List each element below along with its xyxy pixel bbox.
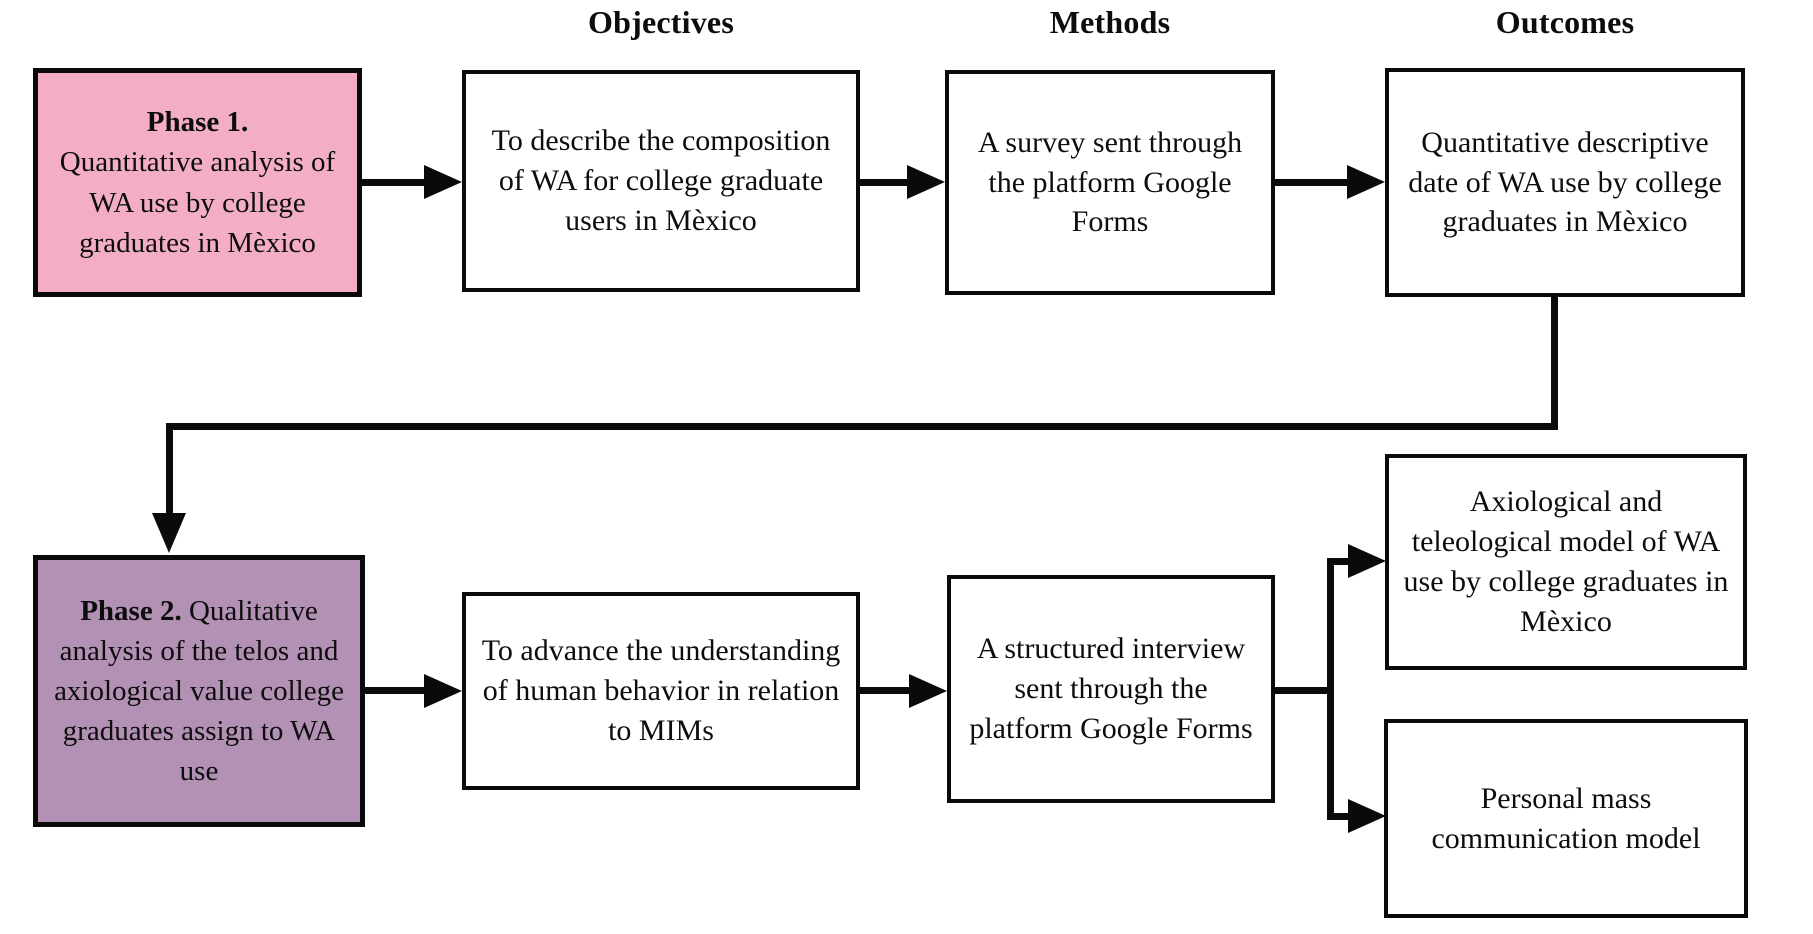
arrow-shaft xyxy=(365,687,426,694)
connector-vertical-segment xyxy=(1551,297,1558,430)
row1-method-box: A survey sent through the platform Googl… xyxy=(945,70,1275,295)
row2-method-box: A structured interview sent through the … xyxy=(947,575,1275,803)
phase2-box: Phase 2. Qualitative analysis of the tel… xyxy=(33,555,365,827)
column-header-objectives: Objectives xyxy=(588,4,734,40)
phase1-body: Quantitative analysis of WA use by colle… xyxy=(59,146,336,259)
row2-objective-text: To advance the understanding of human be… xyxy=(481,634,841,747)
fork-bottom-segment xyxy=(1327,813,1349,820)
row1-objective-box: To describe the composition of WA for co… xyxy=(462,70,860,292)
arrow-shaft xyxy=(860,179,908,186)
fork-top-segment xyxy=(1327,558,1349,565)
row2-outcome-bottom-text: Personal mass communication model xyxy=(1431,781,1701,855)
arrow-right-icon xyxy=(424,165,462,199)
phase2-title: Phase 2. xyxy=(80,594,182,627)
column-header-methods: Methods xyxy=(1049,4,1171,40)
arrow-right-icon xyxy=(1347,165,1385,199)
arrow-down-icon xyxy=(152,513,186,553)
arrow-shaft xyxy=(860,687,910,694)
row1-method-text: A survey sent through the platform Googl… xyxy=(977,125,1243,239)
arrow-right-icon xyxy=(909,674,947,708)
row2-outcome-top-box: Axiological and teleological model of WA… xyxy=(1385,454,1747,670)
row1-objective-text: To describe the composition of WA for co… xyxy=(491,124,831,237)
connector-horizontal-segment xyxy=(166,423,1558,430)
arrow-shaft xyxy=(1275,179,1349,186)
column-header-outcomes: Outcomes xyxy=(1495,4,1635,40)
row2-objective-box: To advance the understanding of human be… xyxy=(462,592,860,790)
fork-vertical-segment xyxy=(1327,558,1334,820)
row2-outcome-top-text: Axiological and teleological model of WA… xyxy=(1403,485,1729,638)
arrow-shaft xyxy=(362,179,426,186)
arrow-right-icon xyxy=(1348,544,1386,578)
fork-stub-segment xyxy=(1275,687,1334,694)
arrow-right-icon xyxy=(907,165,945,199)
phase1-box: Phase 1. Quantitative analysis of WA use… xyxy=(33,68,362,297)
row2-method-text: A structured interview sent through the … xyxy=(969,632,1253,745)
arrow-right-icon xyxy=(1348,799,1386,833)
phase2-body: Qualitative analysis of the telos and ax… xyxy=(54,594,344,788)
phase1-title: Phase 1. xyxy=(146,106,249,139)
arrow-right-icon xyxy=(424,674,462,708)
row1-outcome-box: Quantitative descriptive date of WA use … xyxy=(1385,68,1745,297)
row2-outcome-bottom-box: Personal mass communication model xyxy=(1384,719,1748,918)
connector-vertical-segment xyxy=(166,423,173,514)
row1-outcome-text: Quantitative descriptive date of WA use … xyxy=(1408,125,1722,239)
